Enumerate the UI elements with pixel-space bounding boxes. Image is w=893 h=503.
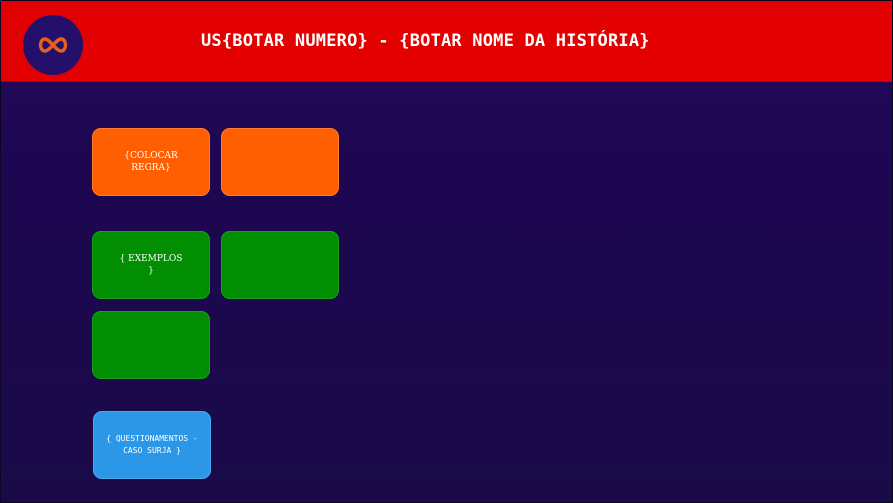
question-card-label: { QUESTIONAMENTOS - CASO SURJA } — [106, 434, 198, 455]
example-card-tertiary[interactable] — [92, 311, 210, 379]
infinity-icon — [38, 37, 68, 53]
example-card-secondary[interactable] — [221, 231, 339, 299]
rule-card[interactable]: {COLOCAR REGRA} — [92, 128, 210, 196]
example-card-label: { EXEMPLOS } — [119, 254, 183, 276]
rule-card-secondary[interactable] — [221, 128, 339, 196]
page-title: US{BOTAR NUMERO} - {BOTAR NOME DA HISTÓR… — [201, 31, 650, 51]
question-card[interactable]: { QUESTIONAMENTOS - CASO SURJA } — [93, 411, 211, 479]
rule-card-label: {COLOCAR REGRA} — [124, 151, 178, 173]
logo — [23, 15, 83, 75]
header-bar: US{BOTAR NUMERO} - {BOTAR NOME DA HISTÓR… — [1, 1, 892, 82]
example-card[interactable]: { EXEMPLOS } — [92, 231, 210, 299]
